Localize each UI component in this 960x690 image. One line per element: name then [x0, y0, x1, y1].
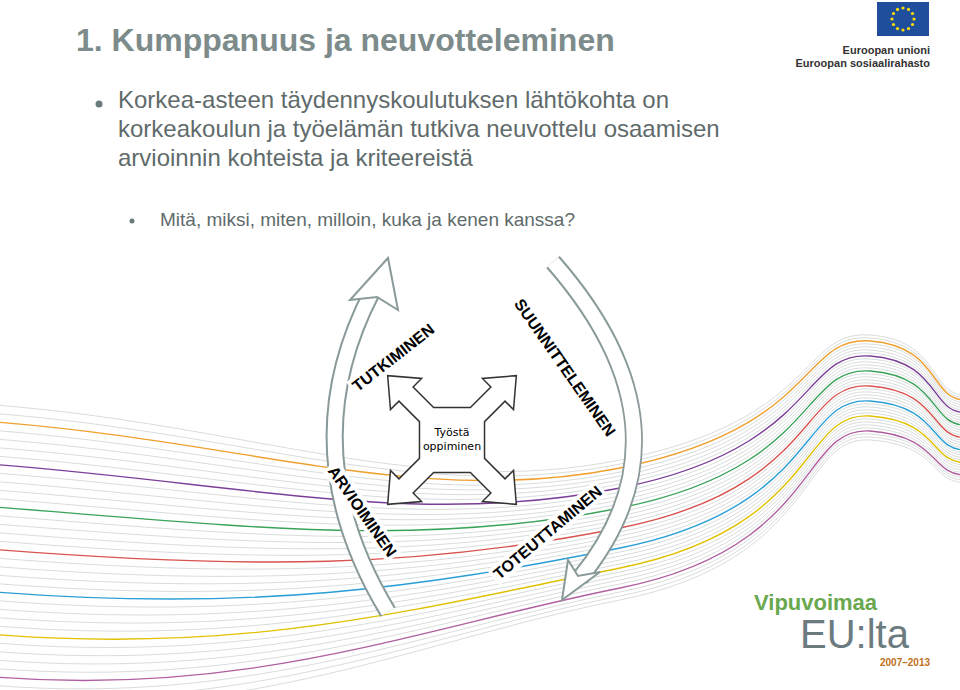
sub-bullet-text: Mitä, miksi, miten, milloin, kuka ja ken… — [160, 209, 575, 232]
bullet — [96, 101, 103, 108]
cycle-arrow — [335, 292, 388, 612]
arrow-head — [562, 560, 600, 600]
cycle-arrow — [335, 292, 388, 612]
eu-text: Euroopan unioni — [843, 44, 930, 57]
slide-title: 1. Kumppanuus ja neuvotteleminen — [76, 22, 615, 59]
logo-years: 2007–2013 — [880, 657, 930, 669]
eu-text: Euroopan sosiaalirahasto — [796, 57, 930, 70]
wave-line — [0, 374, 960, 537]
eu-flag — [877, 2, 929, 36]
arrow-head — [350, 258, 398, 310]
wave-line — [0, 413, 960, 631]
wave-line — [0, 410, 960, 623]
node-text: Työstä oppiminen — [420, 426, 484, 454]
logo-text: EU:lta — [800, 610, 909, 658]
four-arrow-node: Työstä oppiminen — [357, 345, 547, 535]
bullet-text: Korkea-asteen täydennyskoulutuksen lähtö… — [118, 86, 818, 172]
bullet — [130, 219, 135, 224]
phase-label: SUUNNITTELEMINEN — [509, 293, 622, 443]
wave-line — [0, 365, 960, 520]
four-arrow-outline — [388, 376, 517, 505]
